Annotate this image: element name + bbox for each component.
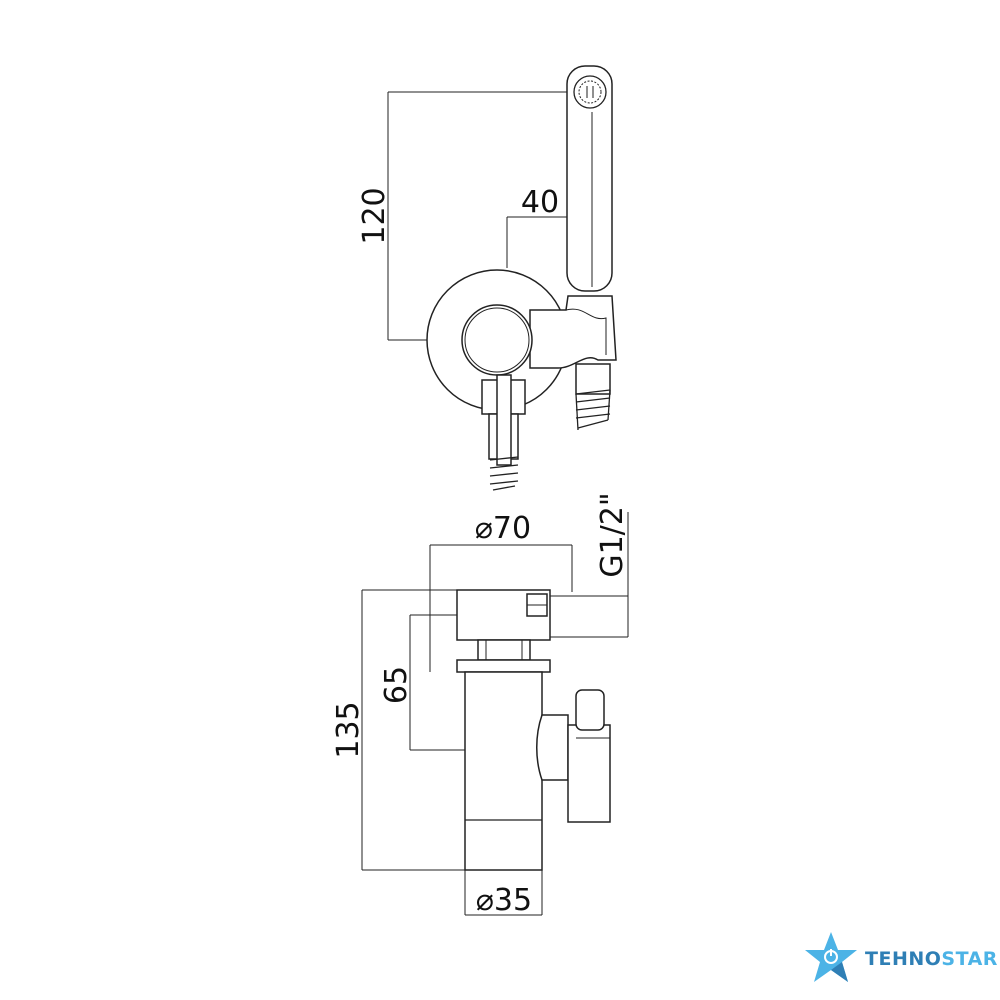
top-view: 120 40 bbox=[357, 65, 617, 491]
handshower bbox=[566, 65, 613, 292]
handshower-holder bbox=[529, 295, 617, 369]
valve-body bbox=[464, 671, 543, 871]
dim-120-label: 120 bbox=[357, 187, 392, 244]
valve-knob bbox=[461, 304, 533, 376]
dim-70-label: ⌀70 bbox=[475, 511, 531, 546]
dim-40-label: 40 bbox=[521, 185, 559, 220]
star-power-icon bbox=[805, 932, 857, 982]
dimension-thread: G1/2" bbox=[550, 492, 630, 638]
side-view: ⌀70 G1/2" 135 65 ⌀35 bbox=[331, 492, 630, 918]
valve-stem bbox=[481, 374, 526, 491]
dimension-135: 135 bbox=[331, 589, 465, 871]
dim-thread-label: G1/2" bbox=[595, 492, 630, 577]
side-outlet bbox=[536, 714, 569, 781]
logo-text-tehno: TEHNO bbox=[865, 948, 942, 970]
tehnostar-logo: TEHNOSTAR bbox=[803, 930, 997, 990]
dim-65-label: 65 bbox=[379, 666, 414, 704]
wall-flange bbox=[456, 659, 551, 673]
dimension-120: 120 bbox=[357, 91, 576, 341]
dimension-40: 40 bbox=[506, 185, 592, 268]
dimension-70: ⌀70 bbox=[429, 511, 573, 672]
dim-35-label: ⌀35 bbox=[476, 883, 532, 918]
hose-right bbox=[575, 363, 611, 431]
outlet-knob bbox=[575, 689, 605, 731]
outlet-connector bbox=[567, 724, 611, 823]
dimension-35: ⌀35 bbox=[464, 870, 543, 918]
logo-text: TEHNOSTAR bbox=[865, 948, 998, 970]
dim-135-label: 135 bbox=[331, 701, 366, 758]
logo-text-star: STAR bbox=[941, 948, 998, 970]
